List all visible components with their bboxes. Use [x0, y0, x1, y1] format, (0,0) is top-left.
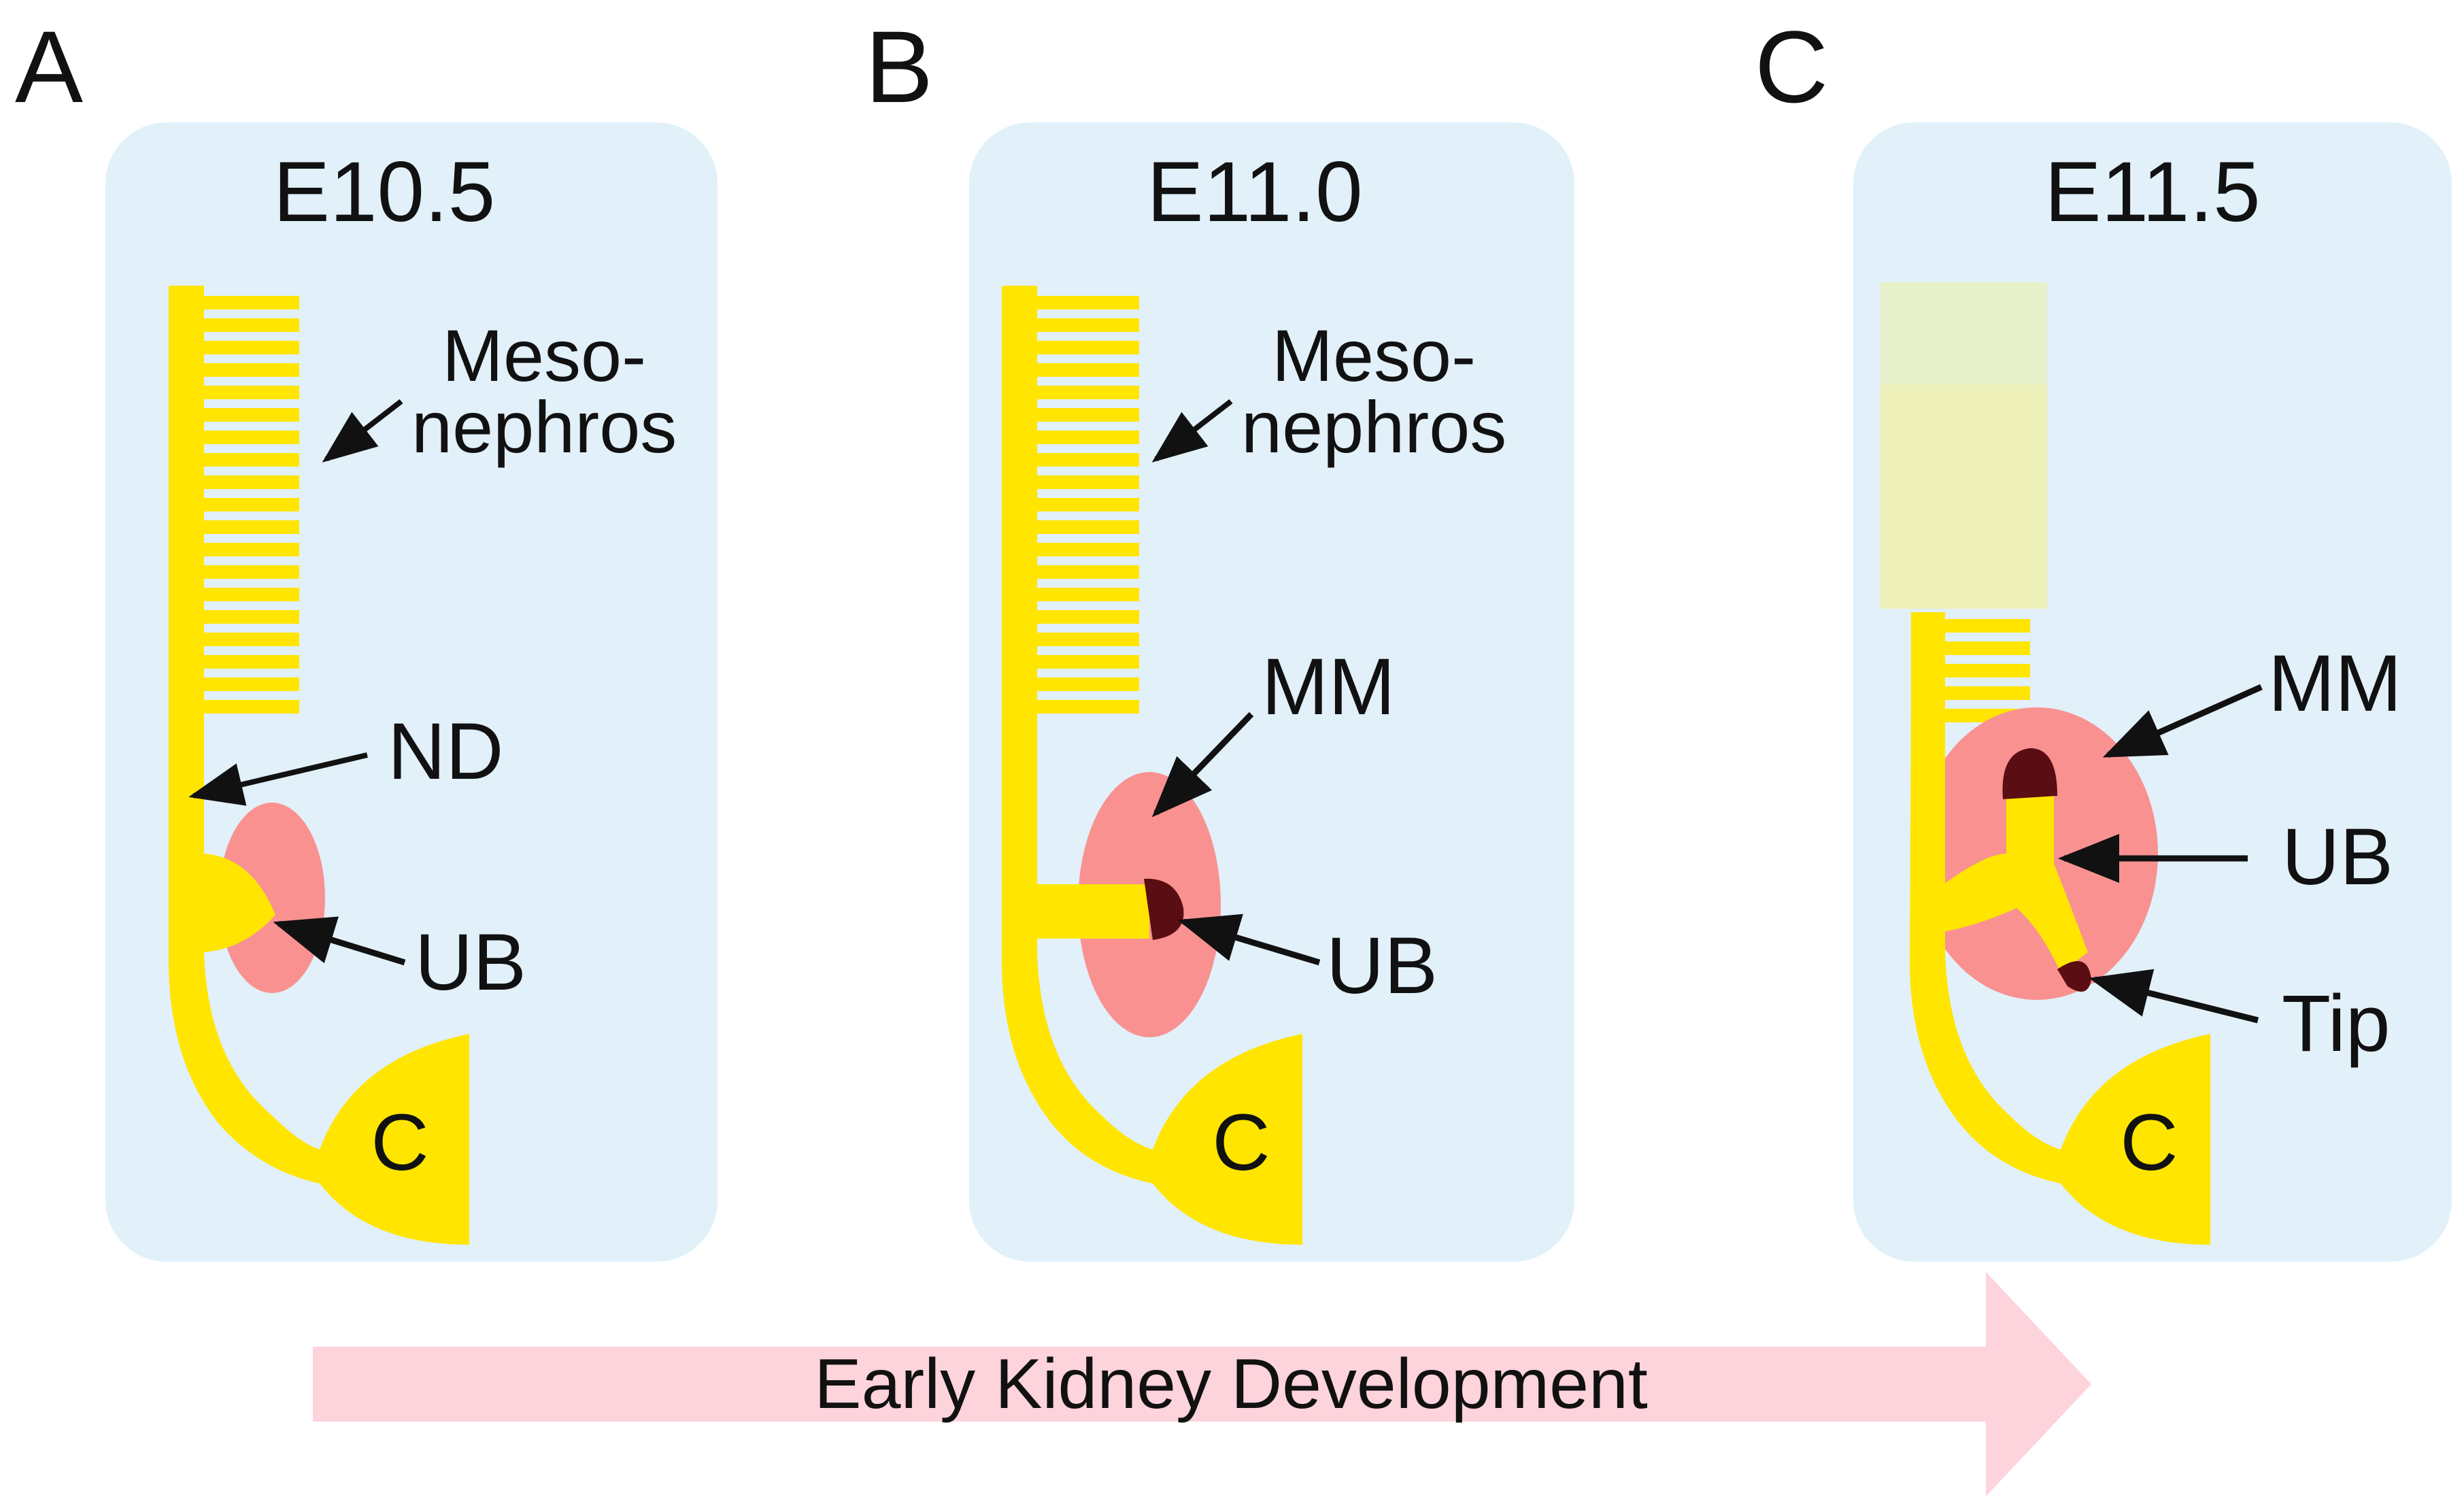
panel-c-stage-label: E11.5 [2044, 145, 2260, 239]
timeline-arrow: Early Kidney Development [313, 1272, 2091, 1496]
panel-c-ub-label: UB [2282, 812, 2393, 902]
panel-b-ub-tip [1144, 878, 1184, 940]
panel-b-mm-pointer [1151, 711, 1254, 818]
panel-b-mesonephros [1002, 286, 1139, 714]
panel-c-tip-pointer [2089, 969, 2259, 1024]
panel-a-cloaca [320, 1034, 469, 1245]
panel-c-mesonephros-degenerating [1880, 282, 2047, 722]
panel-a-mesonephros [169, 286, 299, 721]
panel-c-mm-label: MM [2268, 639, 2402, 728]
panel-c-ub-tip-lower [2057, 961, 2091, 992]
panel-a-nd-pointer [188, 752, 368, 806]
timeline-label: Early Kidney Development [814, 1345, 1648, 1424]
panel-b-letter: B [865, 10, 933, 124]
panel-b-stage-label: E11.0 [1147, 145, 1362, 239]
panel-b-mm-label: MM [1262, 642, 1396, 732]
panel-b-ub-pointer [1177, 913, 1321, 966]
panel-b-ub-label: UB [1326, 921, 1438, 1011]
panel-a-letter: A [15, 10, 83, 124]
panel-b-mesonephros-pointer [1151, 399, 1233, 463]
panel-a-ub-label: UB [415, 918, 526, 1007]
panel-c-ub-tip-upper [2002, 748, 2057, 799]
panel-a-mesonephros-label-1: Meso- [442, 314, 646, 397]
panel-c-mm-pointer [2102, 684, 2263, 758]
panel-a-ub-pointer [273, 916, 406, 966]
panel-a-nd-label: ND [388, 707, 503, 796]
panel-b-nephric-duct [1002, 701, 1153, 1184]
panel-b: B E11.0 C Meso- nephros [865, 10, 1574, 1262]
panel-b-mesonephros-label-1: Meso- [1272, 314, 1476, 397]
panel-b-cloaca [1153, 1034, 1302, 1245]
panel-c-cloaca [2061, 1034, 2210, 1245]
panel-a-nephric-duct [169, 714, 320, 1184]
panel-c-letter: C [1755, 10, 1828, 124]
panel-b-ureteric-bud [1034, 884, 1149, 939]
panel-c-nephric-duct [1910, 707, 2061, 1184]
panel-a-stage-label: E10.5 [273, 145, 496, 239]
panel-a-mesonephros-label-2: nephros [411, 386, 677, 468]
timeline-arrow-shape [313, 1272, 2091, 1496]
panel-a-ureteric-bud [204, 854, 275, 952]
panel-c-tip-label: Tip [2282, 979, 2391, 1069]
panel-a-mesonephros-pointer [322, 399, 403, 463]
panel-c-cloaca-label: C [2120, 1098, 2178, 1188]
panel-a-cloaca-label: C [371, 1098, 428, 1188]
panel-b-cloaca-label: C [1212, 1098, 1270, 1188]
panel-a: A E10.5 C Meso- nephros ND [15, 10, 718, 1262]
panel-c-ureteric-bud [1944, 796, 2088, 973]
panel-c: C E11.5 C MM UB Tip [1755, 10, 2452, 1262]
panel-b-mesonephros-label-2: nephros [1241, 386, 1506, 468]
